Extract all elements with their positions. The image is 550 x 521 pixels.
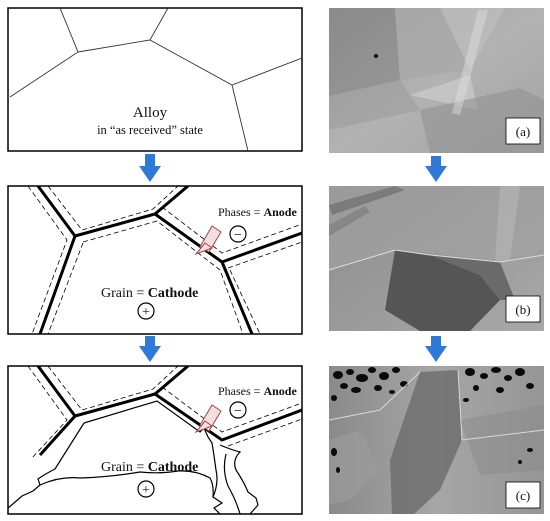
arrow-down-icon xyxy=(139,154,161,182)
pits xyxy=(331,367,534,473)
grain-cathode-label: Grain = Cathode xyxy=(101,286,198,301)
svg-text:−: − xyxy=(234,228,242,243)
panel-corroded: Phases = Anode − Grain = Cathode + xyxy=(7,365,303,515)
micrograph-a-label: (a) xyxy=(516,124,530,139)
pointer-arrow-head-icon xyxy=(194,420,214,434)
grain-boundaries xyxy=(8,366,302,514)
micrograph-b-label: (b) xyxy=(515,302,530,317)
phases-anode-label: Phases = Anode xyxy=(218,384,297,398)
alloy-subtitle: in “as received” state xyxy=(97,123,203,137)
grain-cathode-label: Grain = Cathode xyxy=(101,460,198,475)
svg-text:+: + xyxy=(142,305,150,320)
grain-boundaries xyxy=(9,8,302,151)
minus-icon: − xyxy=(229,225,247,243)
micrograph-a: (a) xyxy=(329,8,544,153)
plus-icon: + xyxy=(137,480,155,498)
arrow-down-icon xyxy=(425,156,447,182)
arrow-down-icon xyxy=(139,336,161,362)
pointer-arrow-head-icon xyxy=(194,242,214,256)
svg-text:−: − xyxy=(234,404,242,419)
minus-icon: − xyxy=(229,401,247,419)
micrograph-b: (b) xyxy=(328,186,545,331)
panel-as-received: Alloy in “as received” state xyxy=(7,7,303,152)
arrow-down-icon xyxy=(425,336,447,362)
alloy-title: Alloy xyxy=(133,105,168,121)
plus-icon: + xyxy=(137,302,155,320)
phases-anode-label: Phases = Anode xyxy=(218,205,297,219)
grain-boundaries xyxy=(27,186,302,334)
panel-phases-grain: Phases = Anode − Grain = Cathode + xyxy=(7,185,303,335)
micrograph-c-label: (c) xyxy=(516,488,530,503)
svg-text:+: + xyxy=(142,483,150,498)
micrograph-c: (c) xyxy=(328,366,545,514)
